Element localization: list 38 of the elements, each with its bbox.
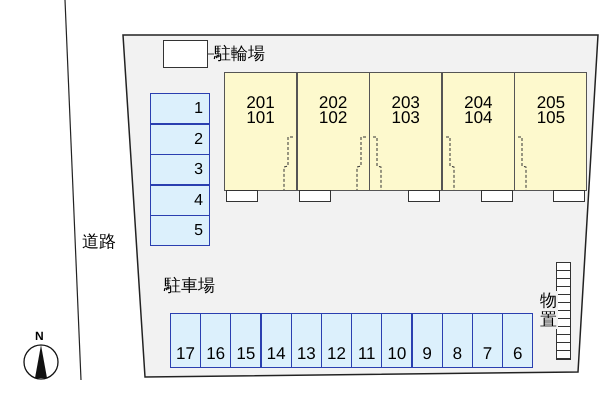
- road-label: 道路: [82, 232, 116, 252]
- apartment-unit: [296, 72, 370, 191]
- parking-space: 7: [472, 313, 503, 368]
- storage-label: 物置: [540, 291, 558, 329]
- north-label: N: [35, 330, 44, 342]
- unit-number: 102: [318, 110, 348, 125]
- apartment-unit: [514, 72, 588, 191]
- area-label: 駐輪場: [214, 42, 284, 66]
- parking-space: 8: [442, 313, 473, 368]
- parking-space: 10: [381, 313, 412, 368]
- parking-space: 16: [200, 313, 232, 368]
- parking-space: 5: [150, 215, 210, 246]
- unit-number: 203: [390, 95, 421, 110]
- parking-space: 17: [170, 313, 201, 368]
- parking-space: 12: [321, 313, 352, 368]
- unit-number: 202: [318, 95, 348, 110]
- apartment-unit: [442, 72, 515, 191]
- parking-space: 1: [150, 93, 210, 124]
- parking-space: 11: [351, 313, 382, 368]
- parking-space: 2: [150, 124, 210, 154]
- parking-space: 9: [412, 313, 443, 368]
- unit-number: 204: [463, 95, 494, 110]
- unit-number: 205: [536, 95, 566, 110]
- parking-space: 14: [260, 313, 292, 368]
- unit-number: 104: [463, 110, 494, 125]
- parking-space: 4: [150, 184, 210, 216]
- parking-space: 15: [230, 313, 262, 368]
- parking-space: 3: [150, 154, 210, 185]
- unit-number: 101: [245, 110, 276, 125]
- bicycle-parking-box: [163, 40, 208, 68]
- parking-space: 13: [290, 313, 322, 368]
- apartment-unit: [224, 72, 297, 191]
- unit-number: 201: [245, 95, 276, 110]
- area-label: 駐車場: [164, 276, 215, 296]
- unit-number: 103: [390, 110, 421, 125]
- unit-number: 105: [536, 110, 566, 125]
- apartment-unit: [369, 72, 442, 191]
- parking-space: 6: [502, 313, 534, 368]
